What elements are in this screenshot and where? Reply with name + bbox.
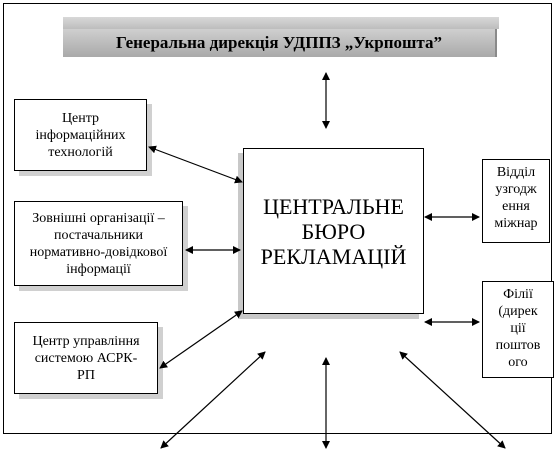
external-orgs-line4: інформації <box>66 261 131 277</box>
external-orgs-line1: Зовнішні організації – <box>32 210 165 226</box>
central-bureau-line2: БЮРО <box>301 218 366 244</box>
central-bureau-line3: РЕКЛАМАЦІЙ <box>260 243 407 269</box>
arrow-bottom-left <box>160 351 266 449</box>
department-line2: узгодж <box>495 182 537 197</box>
header-title: Генеральна дирекція УДППЗ „Укрпошта” <box>63 29 497 57</box>
external-orgs-line3: нормативно-довідкової <box>29 244 168 260</box>
department-line4: міжнар <box>494 216 538 231</box>
it-center-line2: інформаційних <box>35 127 126 143</box>
department-line3: ення <box>502 199 530 214</box>
diagram-frame <box>3 3 552 434</box>
central-bureau-box: ЦЕНТРАЛЬНЕ БЮРО РЕКЛАМАЦІЙ <box>243 148 424 314</box>
department-box: Відділ узгодж ення міжнар <box>482 159 550 243</box>
branches-line2: (дирек <box>498 304 538 319</box>
branches-line4: поштов <box>495 338 541 353</box>
arrow-asrk-center <box>159 310 243 369</box>
asrk-center-line2: системою АСРК- <box>34 350 138 366</box>
external-orgs-box: Зовнішні організації – постачальники нор… <box>14 201 183 286</box>
header-bevel <box>63 17 499 29</box>
branches-line1: Філії <box>503 287 533 302</box>
it-center-box: Центр інформаційних технологій <box>14 99 147 171</box>
department-line1: Відділ <box>496 165 536 180</box>
asrk-center-line3: РП <box>77 367 95 383</box>
header-box: Генеральна дирекція УДППЗ „Укрпошта” <box>63 17 499 57</box>
branches-box: Філії (дирек ції поштов ого <box>482 281 554 378</box>
asrk-center-line1: Центр управління <box>32 333 140 349</box>
branches-line3: ції <box>510 321 526 336</box>
it-center-line1: Центр <box>61 110 100 126</box>
branches-line5: ого <box>508 355 528 370</box>
external-orgs-line2: постачальники <box>53 227 143 243</box>
it-center-line3: технологій <box>48 144 113 160</box>
asrk-center-box: Центр управління системою АСРК- РП <box>14 322 158 394</box>
central-bureau-line1: ЦЕНТРАЛЬНЕ <box>263 193 404 219</box>
arrow-it-center <box>148 145 243 184</box>
arrow-bottom-right <box>399 351 506 449</box>
